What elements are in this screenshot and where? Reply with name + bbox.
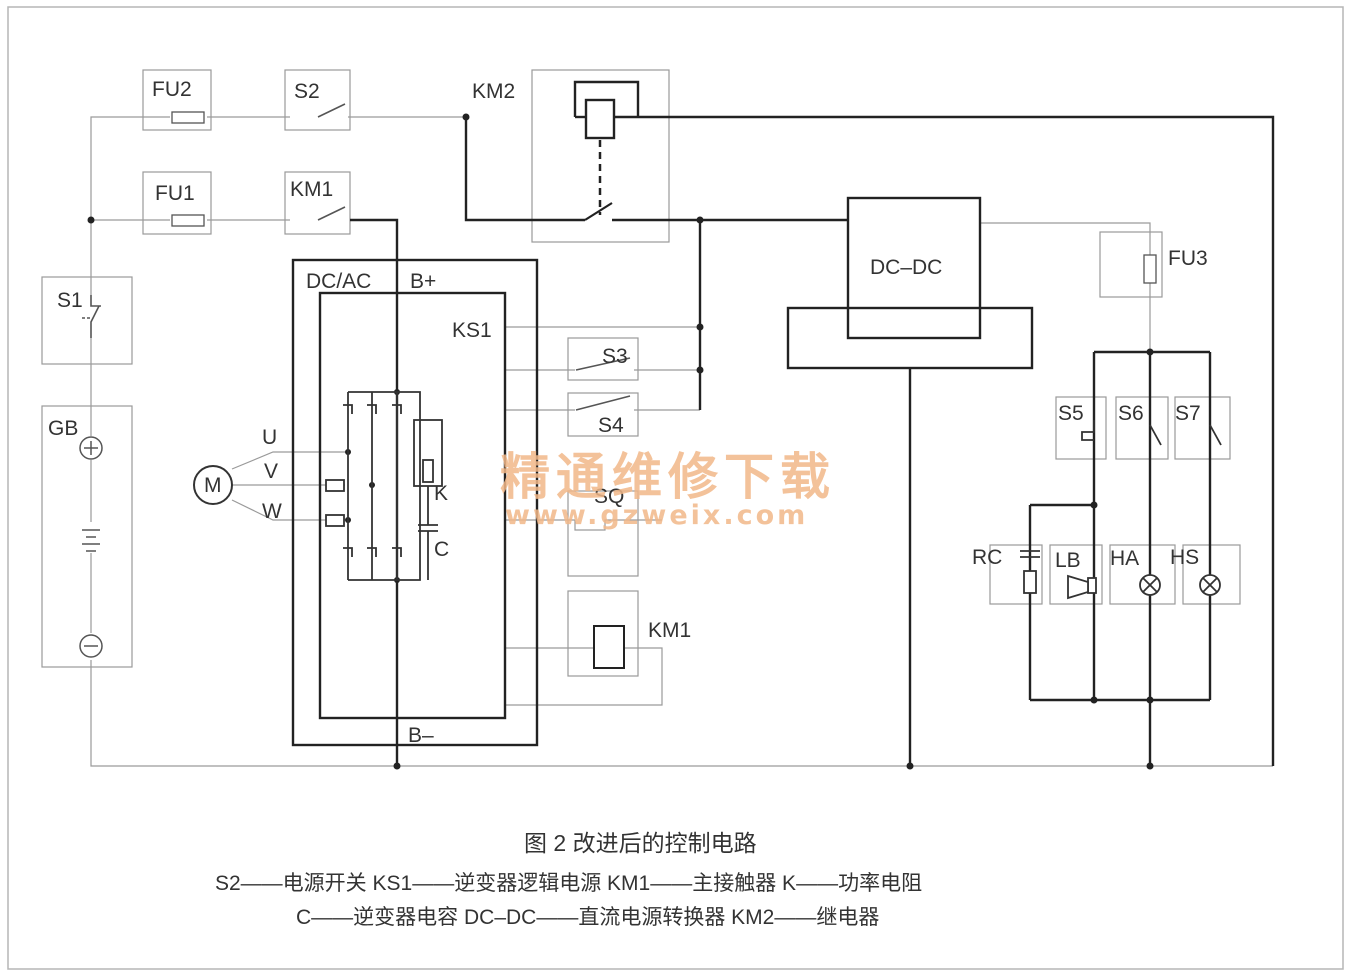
label-s5: S5: [1058, 402, 1084, 425]
caption-title: 图 2 改进后的控制电路: [524, 830, 757, 856]
km1-coil: [593, 625, 625, 669]
label-w: W: [262, 500, 282, 523]
caption-line-2: C——逆变器电容 DC–DC——直流电源转换器 KM2——继电器: [296, 906, 879, 929]
figure-caption: 图 2 改进后的控制电路 S2——电源开关 KS1——逆变器逻辑电源 KM1——…: [215, 830, 922, 929]
label-fu2: FU2: [152, 78, 192, 101]
label-dcdc: DC–DC: [870, 256, 942, 279]
watermark-url: www.gzweix.com: [505, 500, 808, 531]
svg-text:M: M: [204, 474, 222, 497]
label-km1-top: KM1: [290, 178, 333, 201]
label-s4: S4: [598, 414, 624, 437]
label-km1-coil: KM1: [648, 619, 691, 642]
right-branch-devices: [1020, 420, 1222, 600]
label-lb: LB: [1055, 549, 1081, 572]
label-s6: S6: [1118, 402, 1144, 425]
label-fu1: FU1: [155, 182, 195, 205]
label-s1: S1: [57, 289, 83, 312]
inverter-bridge: [325, 391, 443, 581]
label-fu3: FU3: [1168, 247, 1208, 270]
fu2-fuse: [171, 111, 205, 124]
battery-gb: [79, 436, 103, 658]
fu1-fuse: [171, 214, 205, 227]
component-labels: FU2 S2 KM2 FU1 KM1 S1 GB DC/AC B+ B– KS1…: [48, 78, 1208, 747]
page-frame: [7, 6, 1344, 970]
label-ha: HA: [1110, 547, 1139, 570]
thin-wiring: [90, 116, 1273, 767]
label-s3: S3: [602, 345, 628, 368]
label-km2: KM2: [472, 80, 515, 103]
label-bplus: B+: [410, 270, 436, 293]
label-ks1: KS1: [452, 319, 492, 342]
label-k: K: [434, 482, 448, 505]
label-v: V: [264, 460, 278, 483]
label-gb: GB: [48, 417, 78, 440]
motor-m: M: [193, 465, 233, 505]
switch-symbols: [82, 103, 631, 411]
label-dcac: DC/AC: [306, 270, 371, 293]
label-rc: RC: [972, 546, 1002, 569]
label-bminus: B–: [408, 724, 434, 747]
label-u: U: [262, 426, 277, 449]
label-c: C: [434, 538, 449, 561]
fu3-fuse: [1143, 254, 1157, 284]
caption-line-1: S2——电源开关 KS1——逆变器逻辑电源 KM1——主接触器 K——功率电阻: [215, 872, 922, 895]
junction-dots: [87, 113, 1154, 770]
label-s7: S7: [1175, 402, 1201, 425]
thick-wiring: [291, 80, 1275, 766]
label-s2: S2: [294, 80, 320, 103]
watermark: 精通维修下载 www.gzweix.com: [500, 447, 836, 531]
label-sq: SQ: [594, 485, 624, 508]
fuse-symbols: [171, 111, 1157, 284]
component-boxes: [41, 69, 1241, 677]
watermark-text: 精通维修下载: [500, 447, 836, 506]
label-hs: HS: [1170, 546, 1199, 569]
km2-contact: [584, 202, 613, 221]
